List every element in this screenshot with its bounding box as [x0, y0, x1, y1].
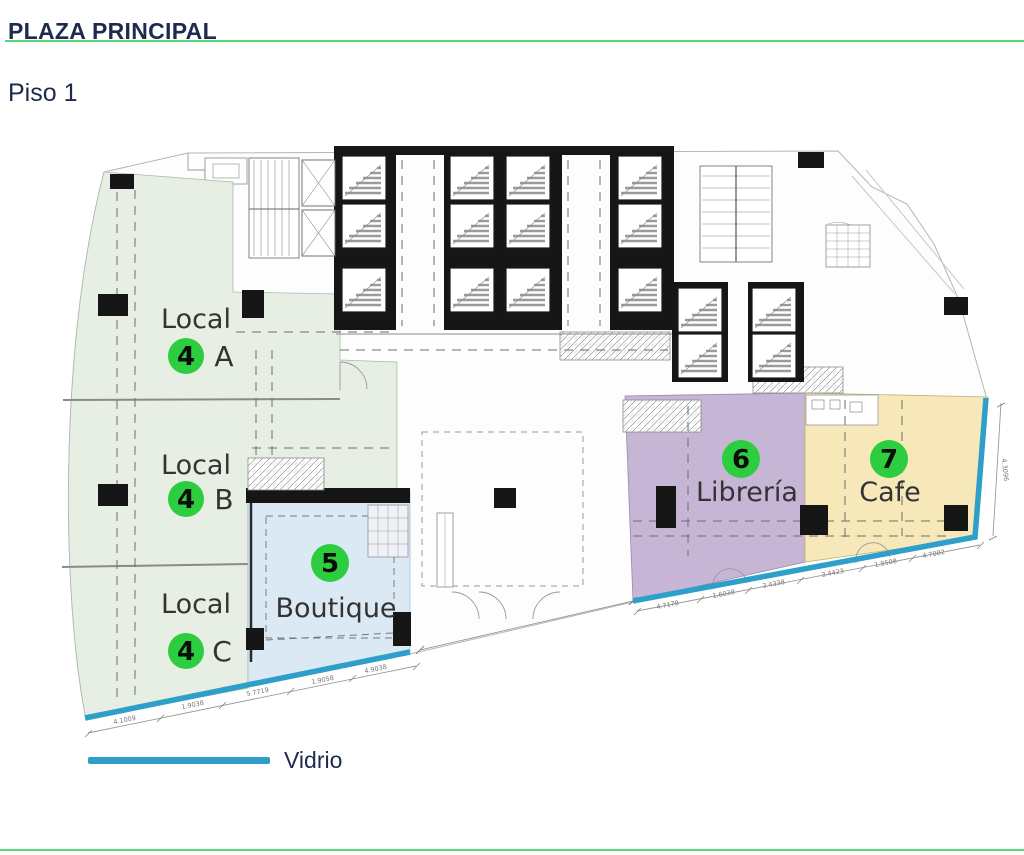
legend-label: Vidrio — [284, 746, 343, 773]
unit-label-local-4b: Local 4 B — [161, 450, 234, 517]
bottom-divider — [0, 849, 1024, 851]
dimension-label: 1.9038 — [181, 699, 205, 711]
unit-name: Cafe — [859, 477, 921, 508]
unit-number: 4 — [177, 342, 195, 372]
dimension-label: 3.4338 — [762, 578, 786, 590]
unit-number: 6 — [732, 445, 750, 475]
unit-number: 4 — [177, 637, 195, 667]
unit-letter: B — [214, 483, 233, 516]
unit-letter: C — [212, 635, 232, 668]
dimension-label: 1.8508 — [874, 557, 898, 569]
core-elevators — [334, 146, 804, 382]
unit-number-badge — [168, 338, 204, 374]
dimension-label: 4.1009 — [113, 714, 137, 726]
zone-local-4 — [61, 171, 398, 720]
unit-letter: A — [214, 340, 233, 373]
structural-columns — [98, 152, 968, 650]
unit-labels: Local 4 A Local 4 B Local 4 C 5 Boutique… — [161, 304, 921, 669]
vidrio-legend-swatch — [88, 756, 270, 764]
vidrio-line-southwest — [84, 649, 411, 721]
dimension-label: 4.7002 — [922, 548, 946, 560]
zone-boutique — [246, 488, 411, 686]
unit-label-cafe: 7 Cafe — [859, 440, 921, 508]
unit-label-local-4a: Local 4 A — [161, 304, 234, 374]
unit-number: 7 — [880, 445, 898, 475]
unit-name: Boutique — [275, 593, 396, 624]
stairs — [248, 157, 871, 268]
vidrio-glass-lines — [84, 397, 989, 721]
unit-label-boutique: 5 Boutique — [275, 544, 397, 624]
dimension-label: 1.9058 — [311, 674, 335, 686]
top-divider — [5, 40, 1024, 42]
unit-label-local-4c: Local 4 C — [161, 589, 232, 669]
unit-name: Local — [161, 304, 231, 335]
floor-label: Piso 1 — [8, 78, 78, 107]
dimension-label: 4.9038 — [364, 663, 388, 675]
unit-number-badge — [870, 440, 908, 478]
floor-plan: 4.1009 1.9038 5.7719 1.9058 4.9038 4.717… — [61, 146, 1010, 738]
grid-dashed-lines — [116, 190, 956, 700]
unit-label-libreria: 6 Librería — [696, 440, 798, 508]
dimension-label: 1.6038 — [712, 588, 736, 600]
unit-name: Local — [161, 450, 231, 481]
dimension-label: 3.4423 — [821, 567, 845, 579]
unit-name: Librería — [696, 477, 798, 508]
unit-number-badge — [311, 544, 349, 582]
vidrio-line-southeast — [632, 397, 989, 604]
unit-number-badge — [168, 633, 204, 669]
unit-number-badge — [722, 440, 760, 478]
unit-name: Local — [161, 589, 231, 620]
unit-number-badge — [168, 481, 204, 517]
unit-number: 4 — [177, 485, 195, 515]
dimension-label: 4.7178 — [656, 599, 680, 611]
legend: Vidrio — [88, 744, 342, 776]
dimension-label: 4.3096 — [1000, 458, 1010, 481]
unit-number: 5 — [321, 549, 339, 579]
